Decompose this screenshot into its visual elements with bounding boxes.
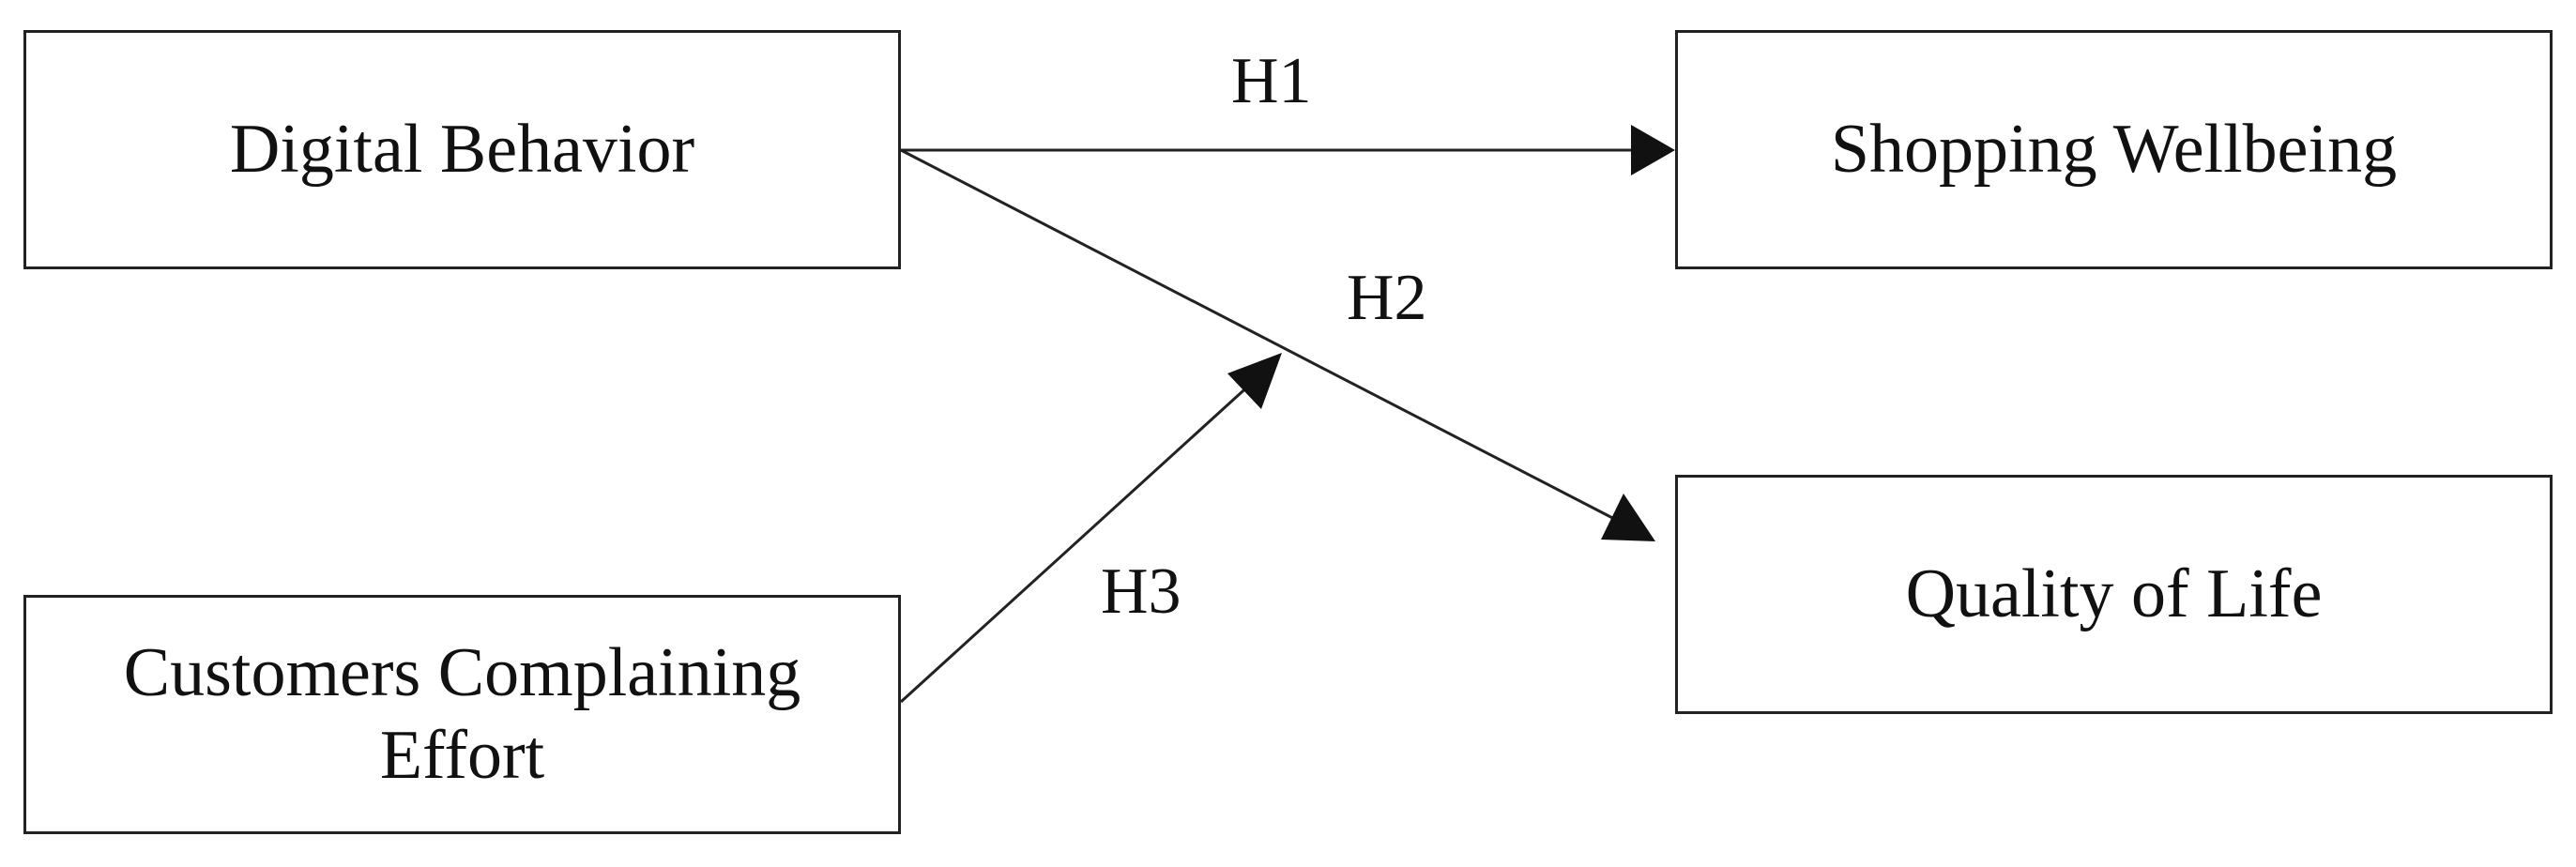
node-customers-complaining-effort: Customers Complaining Effort bbox=[23, 595, 901, 834]
node-digital-behavior: Digital Behavior bbox=[23, 30, 901, 269]
node-shopping-wellbeing-label: Shopping Wellbeing bbox=[1830, 110, 2398, 188]
hypothesis-label-h3: H3 bbox=[1101, 555, 1181, 628]
arrow-h2-head bbox=[1601, 494, 1655, 541]
node-shopping-wellbeing: Shopping Wellbeing bbox=[1675, 30, 2553, 269]
arrow-h3-head bbox=[1227, 353, 1282, 409]
node-quality-of-life-label: Quality of Life bbox=[1905, 555, 2323, 632]
arrow-h3-line bbox=[899, 372, 1264, 704]
arrow-h2-line bbox=[900, 148, 1623, 525]
node-quality-of-life: Quality of Life bbox=[1675, 475, 2553, 714]
hypothesis-label-h2: H2 bbox=[1347, 262, 1427, 334]
node-customers-complaining-effort-label-line1: Customers Complaining bbox=[123, 634, 801, 712]
node-customers-complaining-effort-label-line2: Effort bbox=[379, 716, 545, 794]
arrow-h1-head bbox=[1631, 125, 1675, 175]
hypothesis-label-h1: H1 bbox=[1231, 45, 1312, 117]
node-digital-behavior-label: Digital Behavior bbox=[229, 110, 695, 188]
